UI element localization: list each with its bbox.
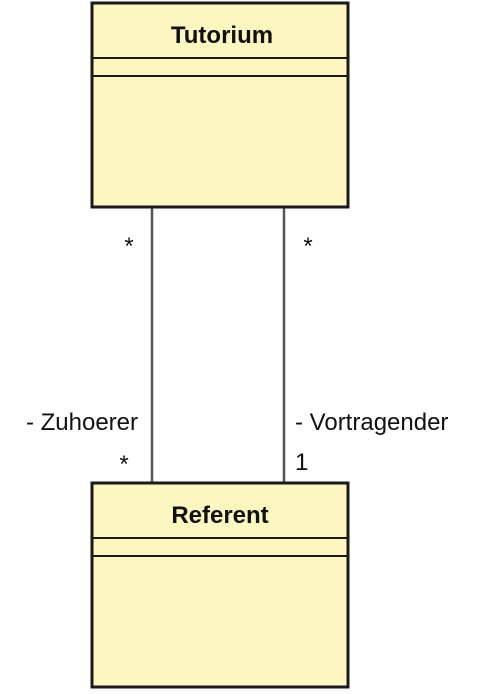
vortragender-multiplicity-top: * [303, 233, 312, 260]
class-referent-box [90, 481, 350, 689]
zuhoerer-multiplicity-top: * [124, 233, 133, 260]
class-tutorium[interactable]: Tutorium [90, 1, 350, 209]
class-referent-name: Referent [171, 502, 268, 529]
class-tutorium-name: Tutorium [171, 22, 273, 49]
zuhoerer-multiplicity-bottom: * [119, 451, 128, 478]
class-tutorium-box [90, 1, 350, 209]
vortragender-role-label: - Vortragender [295, 409, 448, 436]
class-referent[interactable]: Referent [90, 481, 350, 689]
zuhoerer-role-label: - Zuhoerer [26, 409, 138, 436]
vortragender-multiplicity-bottom: 1 [295, 449, 308, 476]
